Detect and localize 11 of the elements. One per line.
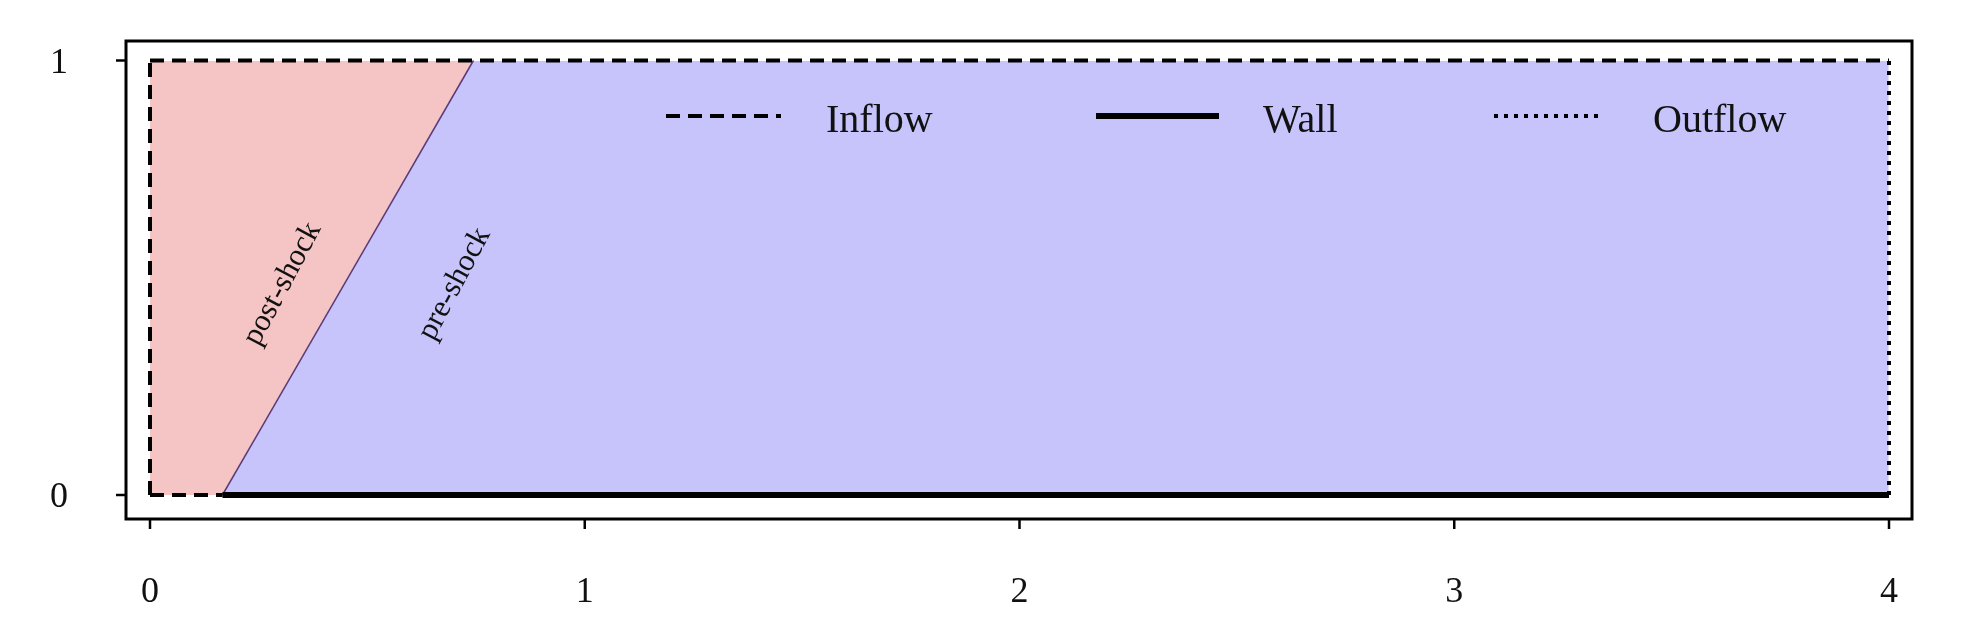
legend-label: Inflow	[826, 94, 933, 142]
pre-shock-region	[222, 60, 1889, 495]
axis-tick-label: 2	[1010, 569, 1029, 611]
axis-tick-label: 3	[1445, 569, 1464, 611]
axis-tick-label: 0	[141, 569, 159, 611]
legend-label: Outflow	[1653, 94, 1787, 142]
axis-tick-label: 1	[50, 39, 68, 82]
axis-tick-label: 0	[50, 474, 68, 516]
legend-label: Wall	[1263, 94, 1338, 142]
axis-tick-label: 1	[575, 569, 594, 611]
axis-tick-label: 4	[1880, 569, 1898, 611]
